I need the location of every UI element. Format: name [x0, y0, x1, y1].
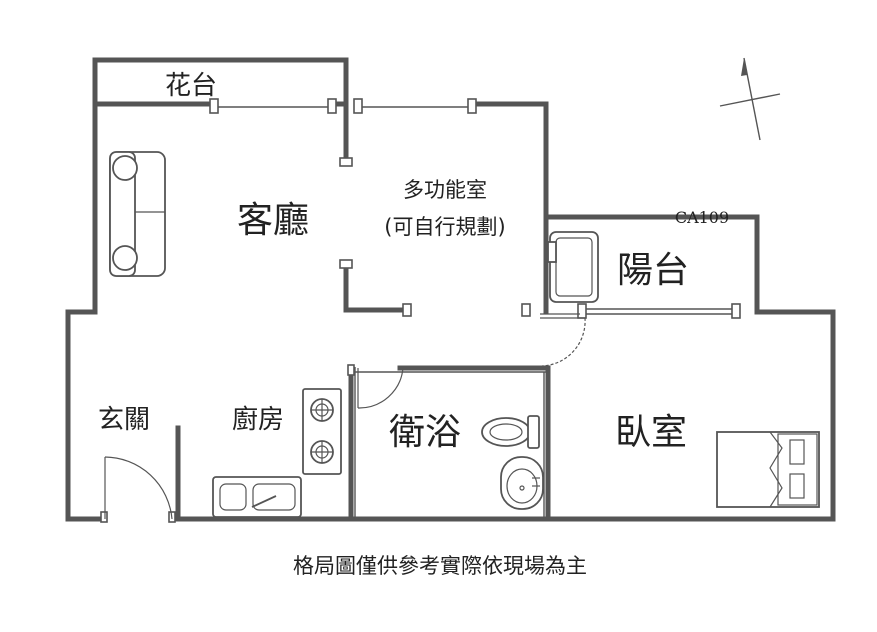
toilet-icon	[481, 415, 540, 449]
balcony-appliance-icon	[547, 231, 599, 303]
partition-post	[339, 259, 353, 269]
window-post	[521, 303, 531, 317]
bathroom-door-icon	[357, 367, 404, 409]
bedroom-label: 臥室	[615, 412, 687, 453]
window-post	[731, 303, 741, 319]
window-post	[327, 98, 337, 114]
unit-code-label: CA109	[675, 208, 729, 227]
balcony-label: 陽台	[617, 250, 689, 291]
entrance-door-icon	[104, 456, 173, 520]
entrance-label: 玄關	[98, 405, 150, 435]
washbasin-icon	[500, 456, 544, 510]
walls	[65, 57, 836, 522]
window-post	[467, 98, 477, 114]
bed-icon	[716, 431, 820, 508]
disclaimer-text: 格局圖僅供參考實際依現場為主	[293, 554, 587, 578]
stove-icon	[302, 388, 342, 475]
window-post	[577, 303, 587, 319]
sink-icon	[212, 476, 302, 518]
bathroom-label: 衛浴	[389, 412, 461, 453]
planter-wall	[92, 57, 349, 107]
doors	[104, 313, 586, 520]
door-post	[347, 364, 355, 376]
bedroom-east-wall	[754, 309, 836, 522]
partition-post	[402, 303, 412, 317]
partition-lower	[343, 260, 409, 313]
west-wall	[65, 101, 103, 522]
multipurpose-room-label: 多功能室	[403, 178, 487, 202]
bedroom-door-icon	[540, 313, 586, 367]
planter-label: 花台	[165, 71, 217, 101]
north-arrow-icon	[719, 57, 781, 141]
door-post	[100, 511, 108, 523]
balcony-wall	[543, 214, 760, 315]
partition-post	[339, 157, 353, 167]
windows	[100, 98, 741, 523]
kitchen-label: 廚房	[232, 405, 284, 435]
multipurpose-note-label: (可自行規劃)	[384, 215, 505, 239]
sofa-icon	[109, 151, 166, 277]
window-post	[209, 98, 219, 114]
living-room-label: 客廳	[237, 200, 309, 241]
window-post	[353, 98, 363, 114]
labels: 花台 客廳 多功能室 (可自行規劃) CA109 陽台 玄關 廚房 衛浴 臥室 …	[98, 71, 729, 578]
